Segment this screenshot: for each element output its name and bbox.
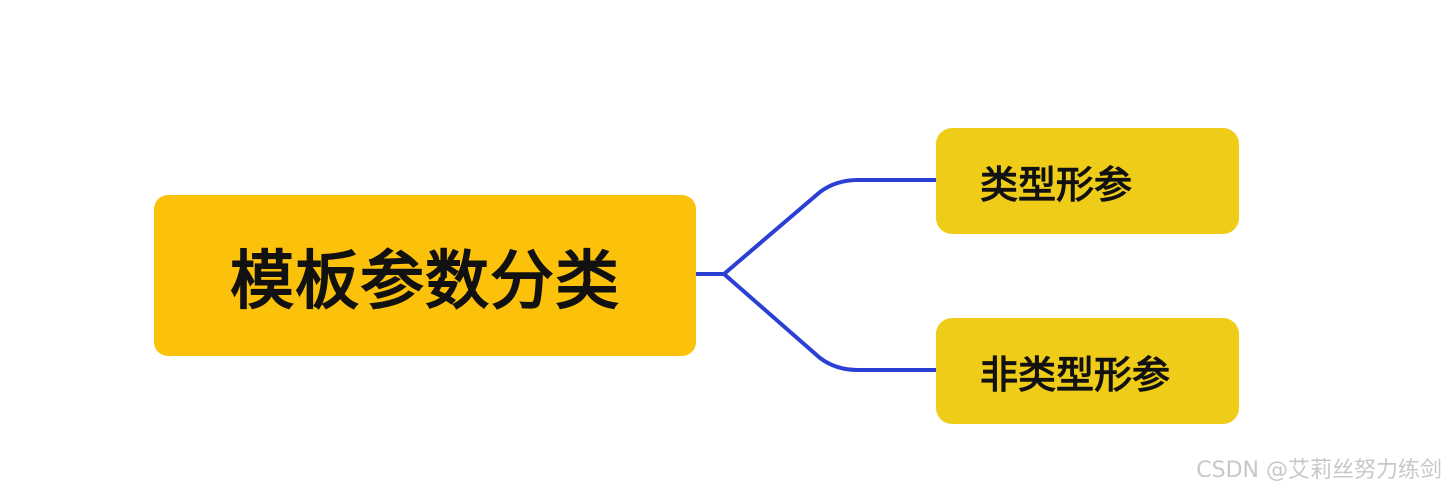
watermark: CSDN @艾莉丝努力练剑 bbox=[1196, 458, 1442, 483]
root-node[interactable]: 模板参数分类 bbox=[154, 195, 696, 356]
root-node-label: 模板参数分类 bbox=[230, 244, 620, 319]
child-node-type-param-label: 类型形参 bbox=[980, 162, 1133, 207]
child-node-nontype-param-label: 非类型形参 bbox=[980, 352, 1171, 397]
child-node-type-param[interactable]: 类型形参 bbox=[936, 128, 1239, 234]
child-node-nontype-param[interactable]: 非类型形参 bbox=[936, 318, 1239, 424]
branch-line-type-param bbox=[722, 178, 938, 276]
branch-line-nontype-param bbox=[722, 272, 938, 372]
